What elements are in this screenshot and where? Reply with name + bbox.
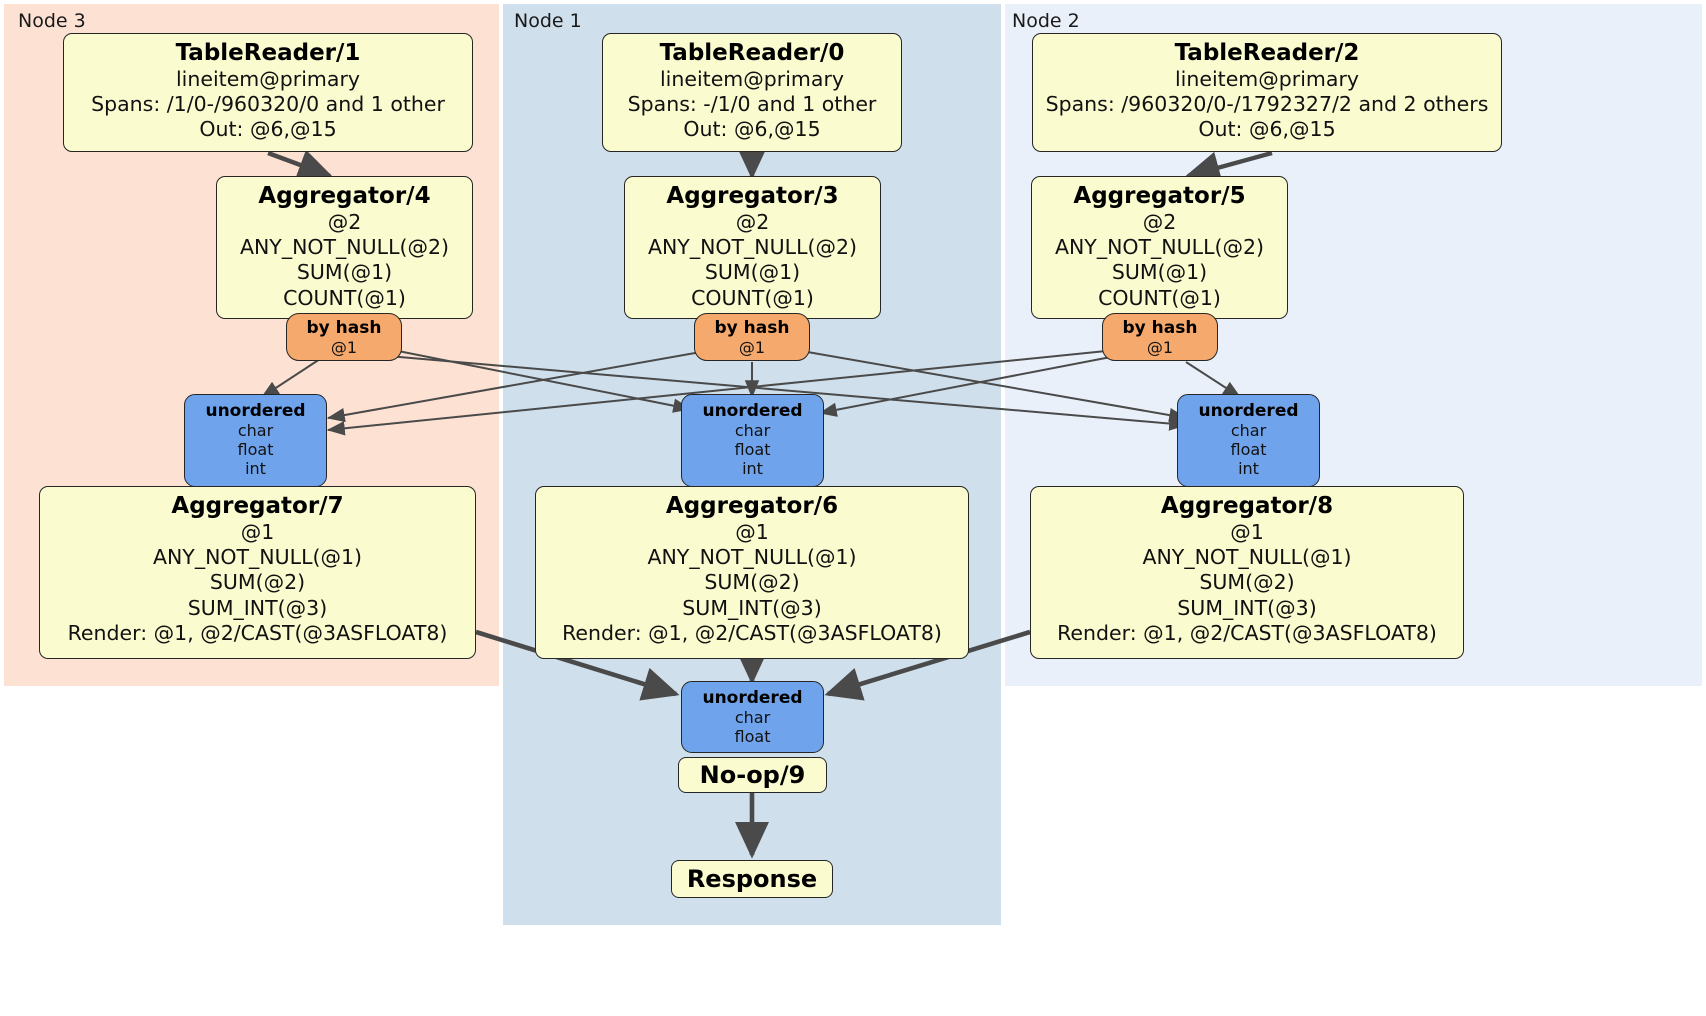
- synchronizer-title: unordered: [702, 401, 803, 421]
- processor-line: ANY_NOT_NULL(@1): [647, 544, 857, 569]
- processor-aggregator-7[interactable]: Aggregator/7 @1 ANY_NOT_NULL(@1) SUM(@2)…: [39, 486, 476, 659]
- processor-line: @1: [735, 519, 769, 544]
- processor-line: @2: [327, 209, 362, 234]
- processor-tablereader-0[interactable]: TableReader/0 lineitem@primary Spans: -/…: [602, 33, 902, 152]
- synchronizer-line: int: [245, 459, 266, 479]
- synchronizer-line: float: [1230, 439, 1267, 459]
- processor-line: lineitem@primary: [1174, 66, 1360, 91]
- processor-line: Render: @1, @2/CAST(@3ASFLOAT8): [1057, 620, 1437, 645]
- synchronizer-line: float: [734, 726, 771, 746]
- processor-line: SUM(@1): [296, 260, 393, 285]
- synchronizer-line: char: [734, 420, 771, 440]
- synchronizer-unordered-center[interactable]: unordered char float int: [681, 394, 824, 487]
- processor-line: ANY_NOT_NULL(@2): [1054, 234, 1265, 259]
- router-by-hash-left[interactable]: by hash @1: [286, 313, 402, 361]
- processor-title: TableReader/2: [1174, 40, 1360, 66]
- processor-line: COUNT(@1): [1098, 285, 1221, 310]
- processor-line: ANY_NOT_NULL(@1): [152, 544, 363, 569]
- synchronizer-line: float: [237, 439, 274, 459]
- router-by-hash-center[interactable]: by hash @1: [694, 313, 810, 361]
- processor-line: SUM_INT(@3): [682, 595, 822, 620]
- processor-title: Aggregator/3: [666, 183, 839, 209]
- synchronizer-unordered-right[interactable]: unordered char float int: [1177, 394, 1320, 487]
- processor-tablereader-2[interactable]: TableReader/2 lineitem@primary Spans: /9…: [1032, 33, 1502, 152]
- processor-line: Spans: /960320/0-/1792327/2 and 2 others: [1045, 91, 1489, 116]
- processor-title: Aggregator/6: [665, 493, 839, 519]
- processor-line: @1: [240, 519, 275, 544]
- processor-line: Render: @1, @2/CAST(@3ASFLOAT8): [67, 620, 448, 645]
- synchronizer-line: int: [742, 459, 763, 479]
- synchronizer-title: unordered: [1198, 401, 1299, 421]
- processor-line: lineitem@primary: [175, 66, 361, 91]
- synchronizer-line: float: [734, 439, 771, 459]
- node-panel-label-node1: Node 1: [514, 10, 582, 32]
- processor-line: SUM(@2): [1199, 570, 1295, 595]
- router-line: @1: [1146, 337, 1174, 357]
- node-panel-label-node2: Node 2: [1012, 10, 1080, 32]
- processor-line: Spans: /1/0-/960320/0 and 1 other: [91, 91, 445, 116]
- processor-title: Aggregator/4: [258, 183, 431, 209]
- synchronizer-title: unordered: [702, 688, 803, 708]
- processor-line: Out: @6,@15: [683, 117, 821, 142]
- router-title: by hash: [1122, 318, 1198, 338]
- processor-line: SUM(@2): [209, 570, 306, 595]
- processor-title: Aggregator/8: [1160, 493, 1334, 519]
- processor-line: Out: @6,@15: [1198, 117, 1336, 142]
- processor-line: SUM(@2): [704, 570, 800, 595]
- processor-line: @1: [1230, 519, 1264, 544]
- processor-line: COUNT(@1): [283, 285, 406, 310]
- synchronizer-title: unordered: [205, 401, 306, 421]
- processor-aggregator-8[interactable]: Aggregator/8 @1 ANY_NOT_NULL(@1) SUM(@2)…: [1030, 486, 1464, 659]
- synchronizer-unordered-left[interactable]: unordered char float int: [184, 394, 327, 487]
- router-line: @1: [738, 337, 766, 357]
- synchronizer-line: char: [1230, 420, 1267, 440]
- synchronizer-line: char: [237, 420, 274, 440]
- router-title: by hash: [306, 318, 382, 338]
- processor-noop-9[interactable]: No-op/9: [678, 757, 827, 793]
- processor-line: Out: @6,@15: [199, 117, 337, 142]
- processor-line: SUM(@1): [1111, 260, 1208, 285]
- processor-aggregator-6[interactable]: Aggregator/6 @1 ANY_NOT_NULL(@1) SUM(@2)…: [535, 486, 969, 659]
- processor-aggregator-5[interactable]: Aggregator/5 @2 ANY_NOT_NULL(@2) SUM(@1)…: [1031, 176, 1288, 319]
- router-line: @1: [330, 337, 358, 357]
- processor-title: Aggregator/7: [171, 493, 344, 519]
- processor-title: TableReader/0: [659, 40, 845, 66]
- processor-title: No-op/9: [699, 761, 806, 789]
- processor-aggregator-4[interactable]: Aggregator/4 @2 ANY_NOT_NULL(@2) SUM(@1)…: [216, 176, 473, 319]
- synchronizer-line: int: [1238, 459, 1259, 479]
- processor-line: ANY_NOT_NULL(@1): [1142, 544, 1352, 569]
- synchronizer-line: char: [734, 707, 771, 727]
- processor-line: COUNT(@1): [691, 285, 814, 310]
- processor-aggregator-3[interactable]: Aggregator/3 @2 ANY_NOT_NULL(@2) SUM(@1)…: [624, 176, 881, 319]
- processor-line: SUM_INT(@3): [1177, 595, 1317, 620]
- processor-title: TableReader/1: [175, 40, 361, 66]
- processor-line: @2: [1142, 209, 1177, 234]
- router-title: by hash: [714, 318, 790, 338]
- processor-line: Spans: -/1/0 and 1 other: [627, 91, 877, 116]
- node-panel-label-node3: Node 3: [18, 10, 86, 32]
- processor-title: Aggregator/5: [1073, 183, 1246, 209]
- processor-line: ANY_NOT_NULL(@2): [647, 234, 858, 259]
- processor-title: Response: [686, 865, 818, 893]
- processor-line: @2: [735, 209, 770, 234]
- processor-line: SUM(@1): [704, 260, 801, 285]
- processor-line: Render: @1, @2/CAST(@3ASFLOAT8): [562, 620, 942, 645]
- processor-tablereader-1[interactable]: TableReader/1 lineitem@primary Spans: /1…: [63, 33, 473, 152]
- processor-response[interactable]: Response: [671, 860, 833, 898]
- synchronizer-unordered-final[interactable]: unordered char float: [681, 681, 824, 753]
- router-by-hash-right[interactable]: by hash @1: [1102, 313, 1218, 361]
- processor-line: SUM_INT(@3): [187, 595, 328, 620]
- processor-line: ANY_NOT_NULL(@2): [239, 234, 450, 259]
- processor-line: lineitem@primary: [659, 66, 845, 91]
